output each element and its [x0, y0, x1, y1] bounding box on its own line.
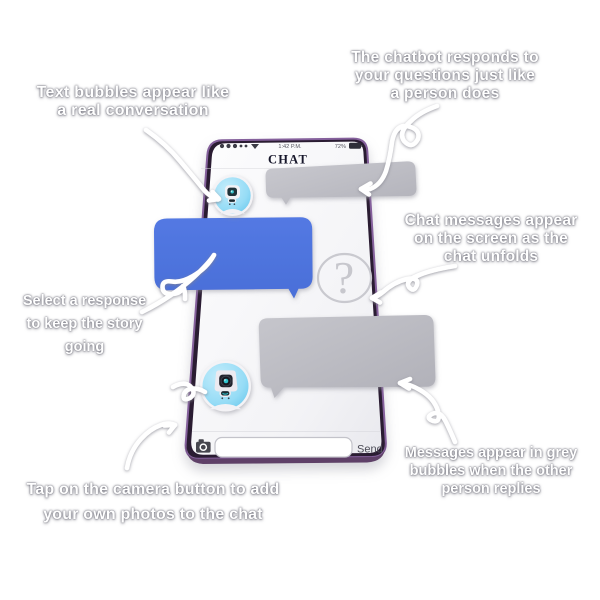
svg-text:CHAT: CHAT — [268, 153, 308, 167]
svg-text:1:42 P.M.: 1:42 P.M. — [278, 144, 302, 150]
svg-text:Send: Send — [357, 444, 383, 456]
svg-text:?: ? — [334, 252, 354, 303]
svg-text:72%: 72% — [335, 144, 346, 150]
